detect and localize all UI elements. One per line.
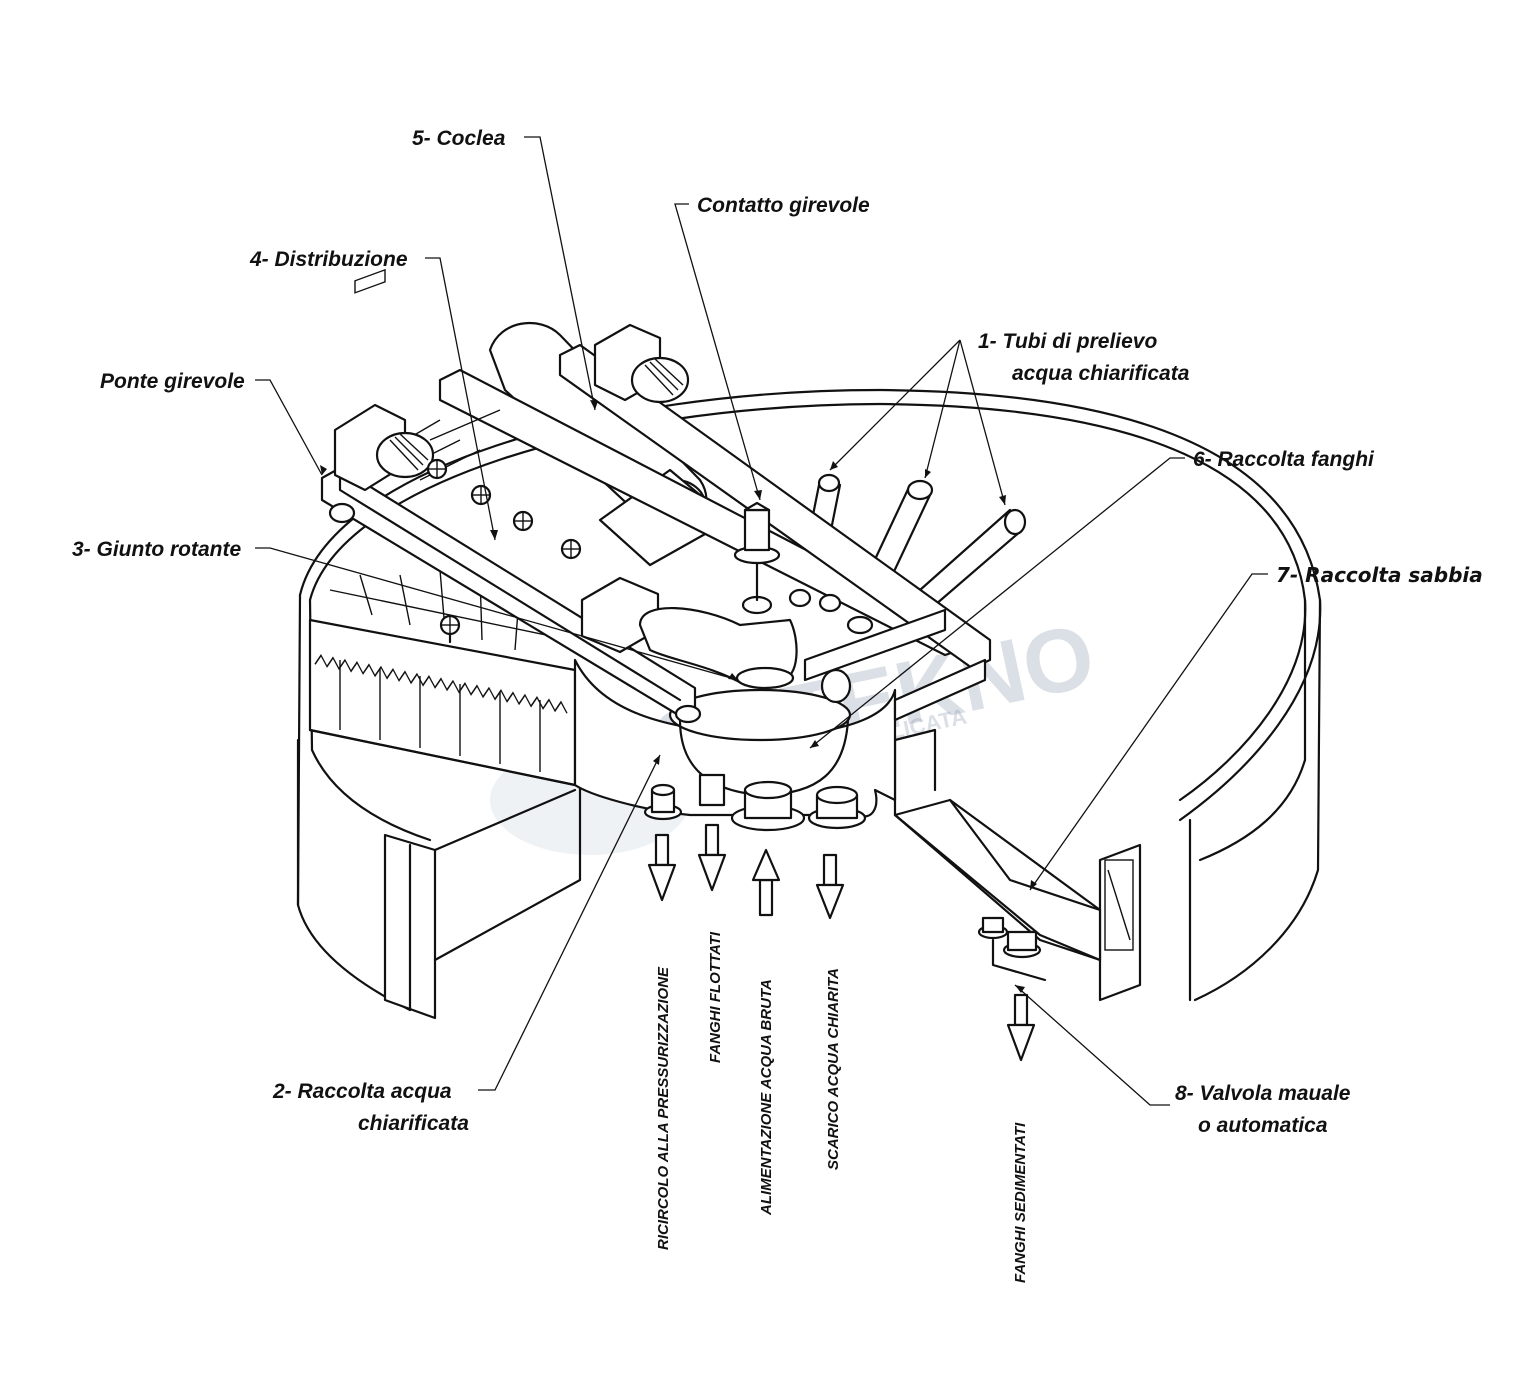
leader-lines — [255, 136, 1268, 1106]
label-tubi-line1: 1- Tubi di prelievo — [978, 330, 1157, 353]
central-distribution — [573, 658, 897, 832]
callout-labels: 5- Coclea Contatto girevole 4- Distribuz… — [72, 127, 1483, 1137]
flottati-arrow — [704, 823, 720, 857]
flow-label-ricircolo: RICIRCOLO ALLA PRESSURIZZAZIONE — [655, 966, 672, 1250]
leader-fanghi — [809, 457, 1185, 749]
leader-ponte — [255, 379, 323, 476]
label-raccolta-acqua-line2: chiarificata — [358, 1112, 469, 1135]
right-cut-face — [1098, 843, 1142, 1002]
label-raccolta-fanghi: 6- Raccolta fanghi — [1193, 448, 1375, 471]
weir-collector — [308, 569, 577, 787]
leader-giunto — [255, 547, 739, 681]
flow-arrows — [647, 823, 845, 920]
rotating-bridge — [320, 343, 992, 724]
label-raccolta-sabbia: 7- Raccolta sabbia — [1276, 563, 1483, 587]
leader-valvola — [1014, 984, 1170, 1106]
label-contatto-girevole: Contatto girevole — [697, 194, 870, 217]
alimentazione-arrow — [758, 878, 774, 917]
label-coclea: 5- Coclea — [412, 127, 506, 150]
distribution-valves — [426, 458, 582, 560]
tank-rim-inner — [308, 402, 1307, 802]
leader-distribuzione — [425, 257, 496, 541]
leader-coclea — [524, 136, 596, 411]
tank-rim-outer — [298, 388, 1322, 822]
leader-contatto — [674, 203, 761, 501]
label-giunto-rotante: 3- Giunto rotante — [72, 538, 241, 561]
rotating-joint — [580, 501, 874, 690]
motor-left — [333, 268, 435, 492]
leader-tubi — [829, 339, 1006, 506]
flow-labels: RICIRCOLO ALLA PRESSURIZZAZIONE FANGHI F… — [655, 931, 1029, 1283]
swivel-contact-box — [743, 508, 771, 552]
motor-right — [593, 323, 690, 404]
tank-left-inner — [308, 598, 432, 842]
weir-teeth — [314, 654, 568, 772]
sand-hopper — [893, 728, 1102, 1062]
label-tubi-line2: acqua chiarificata — [1012, 362, 1190, 385]
leader-raccolta-acqua — [478, 754, 661, 1091]
leader-sabbia — [1029, 573, 1268, 891]
label-ponte-girevole: Ponte girevole — [100, 370, 245, 393]
sediment-arrow-shaft — [1013, 993, 1029, 1027]
label-raccolta-acqua-line1: 2- Raccolta acqua — [272, 1080, 452, 1103]
label-valvola-line1: 8- Valvola mauale — [1175, 1082, 1351, 1105]
sediment-arrow-head — [1006, 1023, 1036, 1062]
label-valvola-line2: o automatica — [1198, 1114, 1328, 1137]
ricircolo-arrow — [654, 833, 670, 867]
label-distribuzione: 4- Distribuzione — [249, 248, 408, 271]
flow-label-scarico: SCARICO ACQUA CHIARITA — [825, 968, 842, 1170]
flow-label-alimentazione: ALIMENTAZIONE ACQUA BRUTA — [758, 979, 775, 1216]
flow-label-sedimentati: FANGHI SEDIMENTATI — [1012, 1122, 1029, 1283]
flow-label-flottati: FANGHI FLOTTATI — [707, 931, 724, 1063]
tank-right-wall — [1193, 598, 1322, 1002]
valve-handwheel-lower — [439, 614, 461, 644]
scarico-arrow — [822, 853, 838, 887]
